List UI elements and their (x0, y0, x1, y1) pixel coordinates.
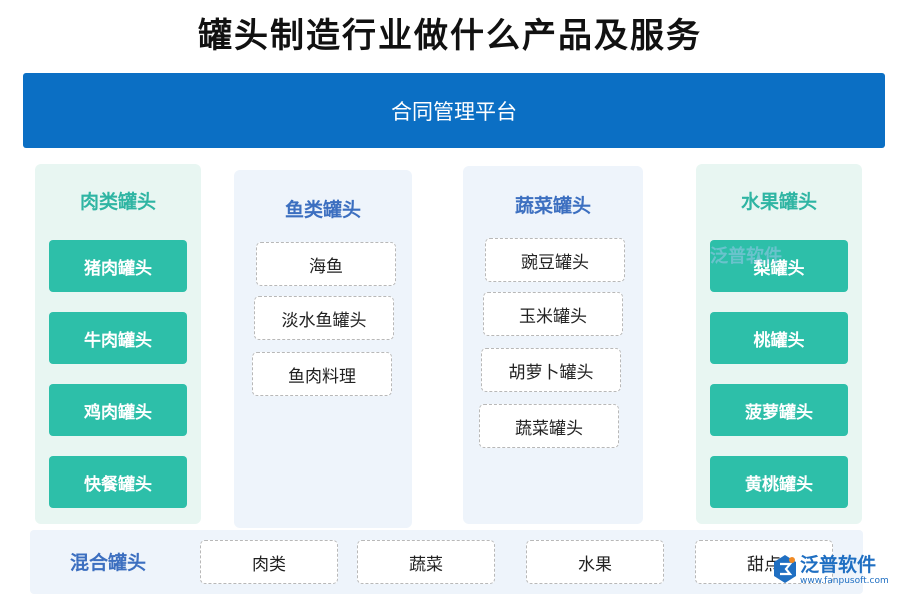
platform-label: 合同管理平台 (391, 99, 517, 124)
page-title: 罐头制造行业做什么产品及服务 (198, 16, 702, 56)
meat-item: 牛肉罐头 (49, 312, 187, 364)
mixed-item: 甜点 (695, 540, 833, 584)
watermark: 泛普软件 (710, 246, 782, 267)
meat-column: 肉类罐头 猪肉罐头 牛肉罐头 鸡肉罐头 快餐罐头 (35, 164, 201, 524)
fish-item: 鱼肉料理 (252, 352, 392, 396)
vegetable-item: 玉米罐头 (483, 292, 623, 336)
logo-name: 泛普软件 (800, 554, 877, 576)
fruit-item: 黄桃罐头 (710, 456, 848, 508)
logo-mark-icon (774, 555, 796, 583)
fruit-item: 菠萝罐头 (710, 384, 848, 436)
brand-logo: 泛普软件 www.fanpusoft.com (770, 548, 895, 594)
vegetable-item: 胡萝卜罐头 (481, 348, 621, 392)
vegetable-item: 豌豆罐头 (485, 238, 625, 282)
meat-item: 鸡肉罐头 (49, 384, 187, 436)
meat-column-title: 肉类罐头 (79, 191, 156, 213)
platform-banner: 合同管理平台 (23, 73, 885, 148)
mixed-item: 蔬菜 (357, 540, 495, 584)
vegetable-column: 蔬菜罐头 豌豆罐头 玉米罐头 胡萝卜罐头 蔬菜罐头 (463, 166, 643, 524)
fish-column: 鱼类罐头 海鱼 淡水鱼罐头 鱼肉料理 (234, 170, 412, 528)
logo-url: www.fanpusoft.com (800, 576, 889, 586)
fruit-item: 梨罐头 (710, 240, 848, 292)
fish-item: 淡水鱼罐头 (254, 296, 394, 340)
vegetable-item: 蔬菜罐头 (479, 404, 619, 448)
fruit-column: 水果罐头 梨罐头 桃罐头 菠萝罐头 黄桃罐头 (696, 164, 862, 524)
fruit-column-title: 水果罐头 (740, 191, 817, 213)
mixed-row: 混合罐头 肉类 蔬菜 水果 甜点 (30, 530, 863, 594)
meat-item: 猪肉罐头 (49, 240, 187, 292)
mixed-item: 肉类 (200, 540, 338, 584)
mixed-row-title: 混合罐头 (70, 552, 147, 574)
vegetable-column-title: 蔬菜罐头 (514, 195, 591, 217)
fruit-item: 桃罐头 (710, 312, 848, 364)
fish-column-title: 鱼类罐头 (284, 199, 361, 221)
mixed-item: 水果 (526, 540, 664, 584)
meat-item: 快餐罐头 (49, 456, 187, 508)
fish-item: 海鱼 (256, 242, 396, 286)
